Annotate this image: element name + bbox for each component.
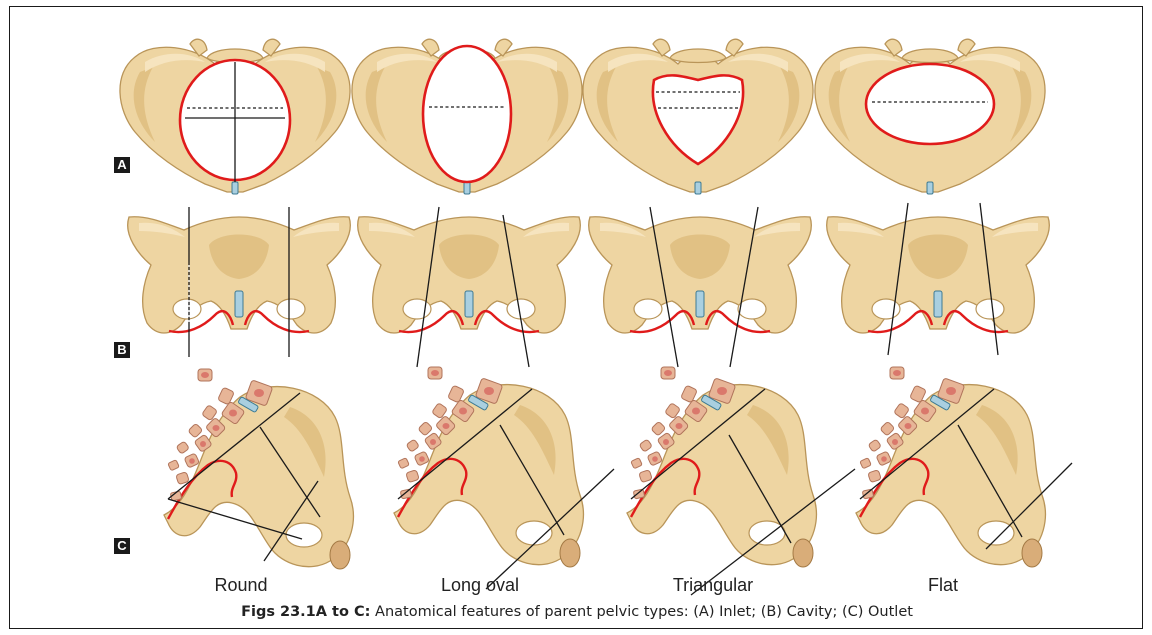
row-a-inlet	[120, 39, 1045, 194]
row-b-cavity	[128, 203, 1050, 367]
cavity-round	[128, 207, 351, 357]
row-c-outlet	[164, 367, 1072, 595]
cavity-long-oval	[358, 207, 581, 367]
row-label-c: C	[114, 538, 130, 554]
type-label-flat: Flat	[833, 575, 1053, 596]
type-label-round: Round	[131, 575, 351, 596]
outlet-flat	[856, 367, 1072, 567]
outlet-triangular	[627, 367, 855, 595]
row-label-a: A	[114, 157, 130, 173]
row-label-b: B	[114, 342, 130, 358]
pelvic-types-figure	[10, 7, 1144, 630]
caption-text: Anatomical features of parent pelvic typ…	[370, 604, 913, 620]
outlet-round	[164, 369, 353, 569]
inlet-long-oval	[352, 39, 582, 194]
inlet-flat	[815, 39, 1045, 194]
inlet-triangular	[583, 39, 813, 194]
inlet-round	[120, 39, 350, 194]
type-label-triangular: Triangular	[603, 575, 823, 596]
outlet-long-oval	[394, 367, 614, 589]
cavity-triangular	[589, 207, 812, 367]
figure-caption: Figs 23.1A to C: Anatomical features of …	[10, 604, 1144, 620]
type-label-long-oval: Long oval	[370, 575, 590, 596]
caption-bold: Figs 23.1A to C:	[241, 604, 370, 620]
cavity-flat	[827, 203, 1050, 355]
figure-frame: A B C Round Long oval Triangular Flat Fi…	[9, 6, 1143, 629]
